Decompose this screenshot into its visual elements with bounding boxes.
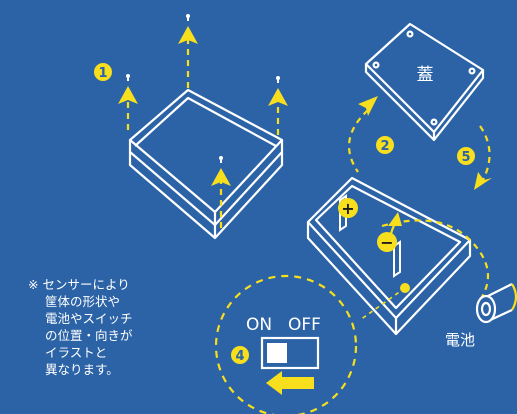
device-base: [306, 176, 472, 336]
battery-holder: [339, 194, 401, 278]
note-mark: ※: [28, 277, 39, 292]
lid: [364, 22, 485, 142]
plus-terminal-badge: +: [338, 198, 358, 218]
step-4-number: 4: [235, 349, 244, 364]
lift-arrows: [126, 38, 280, 228]
step-1-badge: 1: [94, 63, 112, 81]
battery-label: 電池: [445, 331, 475, 349]
step-5-badge: 5: [457, 147, 475, 165]
switch-leader-line: [359, 287, 406, 321]
slide-switch: [260, 336, 320, 370]
battery-path: [381, 219, 490, 301]
step-2-badge: 2: [376, 136, 394, 154]
switch-on-label: ON: [246, 315, 272, 335]
note-line-2: 筐体の形状や: [45, 294, 121, 309]
minus-terminal-badge: −: [377, 232, 397, 252]
enclosure-box: [128, 88, 284, 240]
arrow-heads: [118, 26, 288, 186]
step-2-number: 2: [380, 139, 389, 154]
note-line-4: の位置・向きが: [45, 328, 133, 343]
disclaimer-note: ※ センサーにより 筐体の形状や 電池やスイッチ の位置・向きが イラストと 異…: [28, 276, 133, 378]
note-line-6: 異なります。: [45, 362, 119, 377]
note-line-5: イラストと: [45, 345, 108, 360]
lid-label: 蓋: [417, 65, 434, 85]
minus-label: −: [380, 233, 393, 252]
plus-label: +: [341, 199, 354, 218]
step-4-badge: 4: [231, 346, 249, 364]
battery-cell: [475, 283, 517, 324]
note-line-1-text: センサーにより: [42, 277, 130, 292]
switch-direction-arrow: [266, 371, 314, 395]
step-5-number: 5: [461, 150, 470, 165]
lid-arrows: [348, 109, 491, 183]
note-line-1: ※ センサーにより: [28, 276, 133, 293]
switch-detail-circle: [214, 274, 358, 414]
lid-arrow-heads: [358, 96, 492, 190]
switch-off-label: OFF: [288, 315, 321, 335]
note-line-3: 電池やスイッチ: [45, 311, 133, 326]
arrow-tails: [126, 14, 280, 163]
step-1-number: 1: [98, 66, 107, 81]
